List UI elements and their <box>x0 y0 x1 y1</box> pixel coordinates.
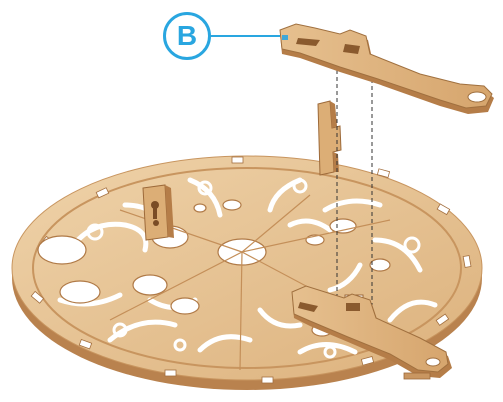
upright-post-left <box>143 185 174 240</box>
upright-post-rear <box>318 101 341 175</box>
callout-b-badge: B <box>163 12 211 60</box>
callout-leader-line <box>210 35 280 37</box>
swing-arm-top <box>280 24 494 114</box>
